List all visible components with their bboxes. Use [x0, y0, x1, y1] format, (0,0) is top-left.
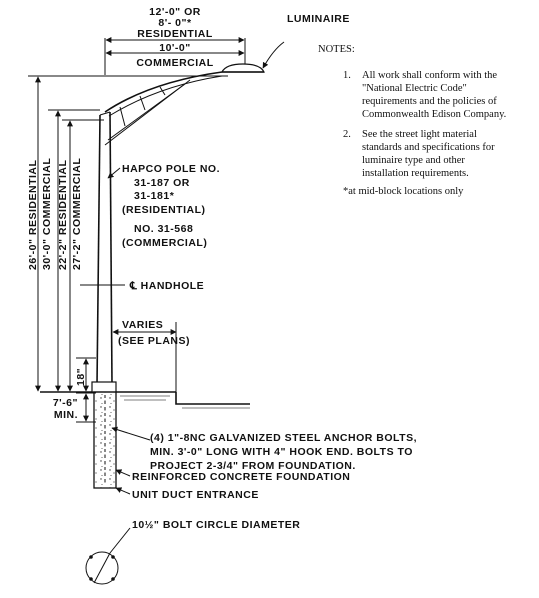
depth-dim-line1: 7'-6" [53, 397, 78, 409]
note-1-line2: "National Electric Code" [362, 83, 467, 94]
note-2-number: 2. [343, 129, 351, 140]
pole-callout-line4: (RESIDENTIAL) [122, 204, 206, 216]
arm-length-dimension: 12'-0" OR 8'- 0"* RESIDENTIAL 10'-0" COM… [104, 6, 246, 75]
pole-callout-line3: 31-181* [134, 190, 175, 202]
luminaire-head [221, 63, 265, 73]
notes-block: NOTES: 1. All work shall conform with th… [318, 44, 506, 197]
bolt-circle-plan: 10½" BOLT CIRCLE DIAMETER [85, 519, 300, 585]
pole [91, 111, 117, 393]
varies-label: VARIES [122, 319, 163, 331]
arm-residential-dim-line2: 8'- 0"* [158, 17, 192, 29]
pole-callout-line6: (COMMERCIAL) [122, 237, 207, 249]
ground-and-foundation [40, 391, 250, 489]
luminaire-and-arm: LUMINAIRE [104, 13, 350, 146]
note-1-line3: requirements and the policies of [362, 96, 497, 107]
arm-residential-dim-line1: 12'-0" OR [149, 6, 201, 18]
depth-dim-line2: MIN. [54, 409, 78, 421]
bolt-circle [85, 551, 119, 585]
note-2-line3: luminaire type and other [362, 155, 465, 166]
height-26-residential: 26'-0" RESIDENTIAL [27, 160, 39, 270]
anchor-bolt-line3: PROJECT 2-3/4" FROM FOUNDATION. [150, 460, 356, 472]
anchor-bolt-line2: MIN. 3'-0" LONG WITH 4" HOOK END. BOLTS … [150, 446, 413, 458]
foundation-callouts: (4) 1"-8NC GALVANIZED STEEL ANCHOR BOLTS… [111, 426, 417, 501]
height-30-commercial: 30'-0" COMMERCIAL [41, 158, 53, 270]
pole-callout-line5: NO. 31-568 [134, 223, 193, 235]
varies-dimension: VARIES (SEE PLANS) [112, 319, 190, 392]
notes-footnote: *at mid-block locations only [343, 186, 464, 197]
note-1-line1: All work shall conform with the [362, 70, 497, 81]
note-2-line1: See the street light material [362, 129, 477, 140]
arm-commercial-dim: 10'-0" [159, 42, 191, 54]
arm-commercial-label: COMMERCIAL [136, 57, 213, 69]
pole-callout-line2: 31-187 OR [134, 177, 190, 189]
arm-residential-label: RESIDENTIAL [137, 28, 213, 40]
duct-entrance-label: UNIT DUCT ENTRANCE [132, 489, 259, 501]
height-27-commercial: 27'-2" COMMERCIAL [71, 158, 83, 270]
pole-callout-line1: HAPCO POLE NO. [122, 163, 220, 175]
varies-see-plans: (SEE PLANS) [118, 335, 190, 347]
foundation-label: REINFORCED CONCRETE FOUNDATION [132, 471, 350, 483]
luminaire-callout: LUMINAIRE [287, 13, 350, 25]
pole-base [91, 381, 117, 393]
base-height-18in: 18" [75, 368, 87, 386]
pole-callout: HAPCO POLE NO. 31-187 OR 31-181* (RESIDE… [107, 163, 220, 249]
notes-heading: NOTES: [318, 44, 355, 55]
note-2-line4: installation requirements. [362, 168, 469, 179]
height-22-residential: 22'-2" RESIDENTIAL [57, 160, 69, 270]
note-1-number: 1. [343, 70, 351, 81]
handhole-label: ℄ HANDHOLE [129, 280, 204, 292]
anchor-bolt-line1: (4) 1"-8NC GALVANIZED STEEL ANCHOR BOLTS… [150, 432, 417, 444]
bolt-circle-label: 10½" BOLT CIRCLE DIAMETER [132, 519, 300, 531]
handhole-callout: ℄ HANDHOLE [80, 280, 204, 292]
note-1-line4: Commonwealth Edison Company. [362, 109, 506, 120]
note-2-line2: standards and specifications for [362, 142, 495, 153]
height-dimensions: 26'-0" RESIDENTIAL 30'-0" COMMERCIAL 22'… [27, 75, 228, 423]
